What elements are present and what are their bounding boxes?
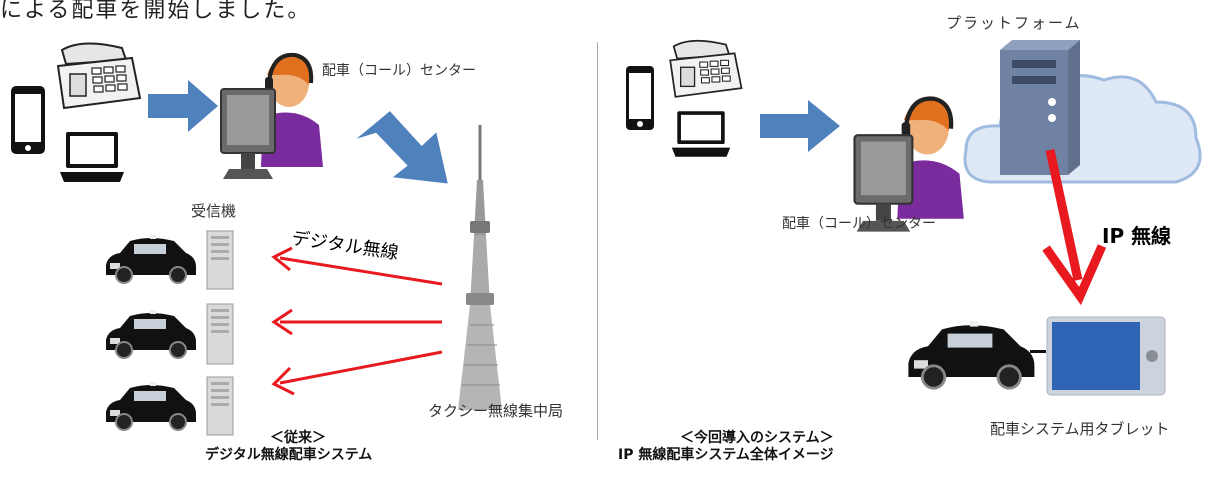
connector-line	[1030, 350, 1046, 353]
taxi-icon	[106, 235, 196, 284]
taxi-icon	[106, 310, 196, 359]
left-center-label: 配車（コール）センター	[322, 63, 476, 79]
taxi-icon	[908, 321, 1035, 390]
laptop-icon	[60, 132, 124, 182]
left-caption-line2: デジタル無線配車システム	[205, 447, 373, 463]
receiver-unit-icon	[206, 376, 234, 436]
right-caption-line1: ＜今回導入のシステム＞	[680, 430, 834, 446]
laptop-icon	[671, 111, 731, 157]
ip-wireless-label: IP 無線	[1102, 224, 1172, 248]
smartphone-icon	[11, 86, 45, 154]
left-caption-line1: ＜従来＞	[270, 430, 326, 446]
operator-icon	[220, 52, 323, 179]
headline-text: による配車を開始しました。	[0, 0, 312, 23]
smartphone-icon	[626, 66, 654, 130]
blue-arrow-down-icon	[356, 111, 448, 184]
broadcast-tower-icon	[458, 125, 502, 410]
taxi-icon	[106, 382, 196, 431]
server-icon	[1000, 40, 1080, 175]
blue-arrow-icon	[148, 80, 218, 132]
blue-arrow-icon	[760, 100, 840, 152]
station-label: タクシー無線集中局	[428, 402, 564, 420]
tablet-icon	[1046, 316, 1166, 396]
platform-label: プラットフォーム	[946, 14, 1082, 32]
receiver-label: 受信機	[191, 202, 237, 220]
tablet-label: 配車システム用タブレット	[990, 420, 1170, 438]
right-center-label: 配車（コール）センター	[782, 216, 936, 232]
section-divider	[597, 42, 598, 440]
red-arrows	[271, 246, 443, 396]
red-arrow-icon	[1042, 149, 1107, 306]
operator-icon	[853, 96, 964, 232]
receiver-unit-icon	[206, 303, 234, 365]
desk-phone-icon	[669, 39, 743, 98]
receiver-unit-icon	[206, 230, 234, 290]
desk-phone-icon	[56, 42, 142, 110]
right-caption-line2: IP 無線配車システム全体イメージ	[618, 447, 834, 463]
